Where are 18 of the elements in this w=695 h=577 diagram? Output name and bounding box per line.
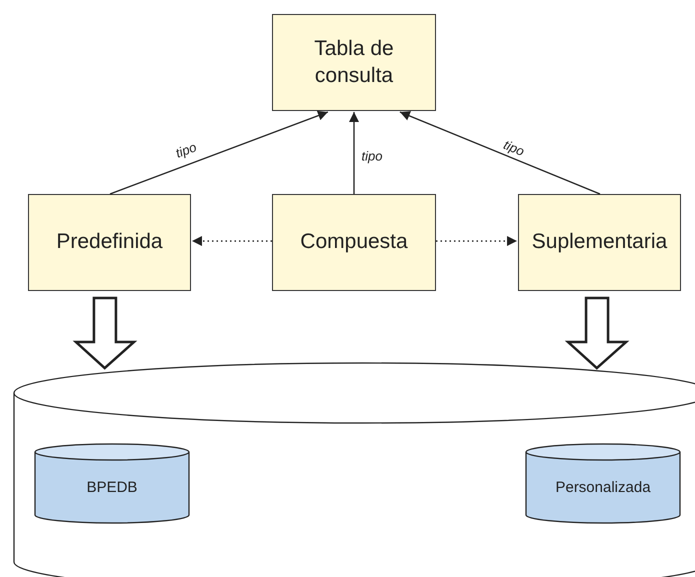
entity-box bbox=[28, 194, 191, 291]
block-arrow bbox=[564, 296, 630, 370]
arrow bbox=[400, 111, 600, 195]
dotted-arrow bbox=[436, 236, 518, 246]
arrow bbox=[349, 112, 359, 194]
entity-box bbox=[518, 194, 681, 291]
entity-box bbox=[272, 194, 436, 291]
edge-label: tipo bbox=[360, 149, 384, 162]
node-label: Suplementaria bbox=[530, 229, 668, 256]
node-label: BPEDB bbox=[86, 478, 138, 498]
dotted-arrow bbox=[192, 236, 272, 246]
node-label: Personalizada bbox=[555, 478, 651, 498]
arrow bbox=[110, 110, 328, 195]
block-arrow bbox=[72, 296, 138, 370]
node-label: Compuesta bbox=[299, 229, 409, 256]
node-label: Predefinida bbox=[55, 229, 164, 256]
node-label: Tabla de consulta bbox=[313, 36, 395, 88]
entity-box bbox=[272, 14, 436, 111]
